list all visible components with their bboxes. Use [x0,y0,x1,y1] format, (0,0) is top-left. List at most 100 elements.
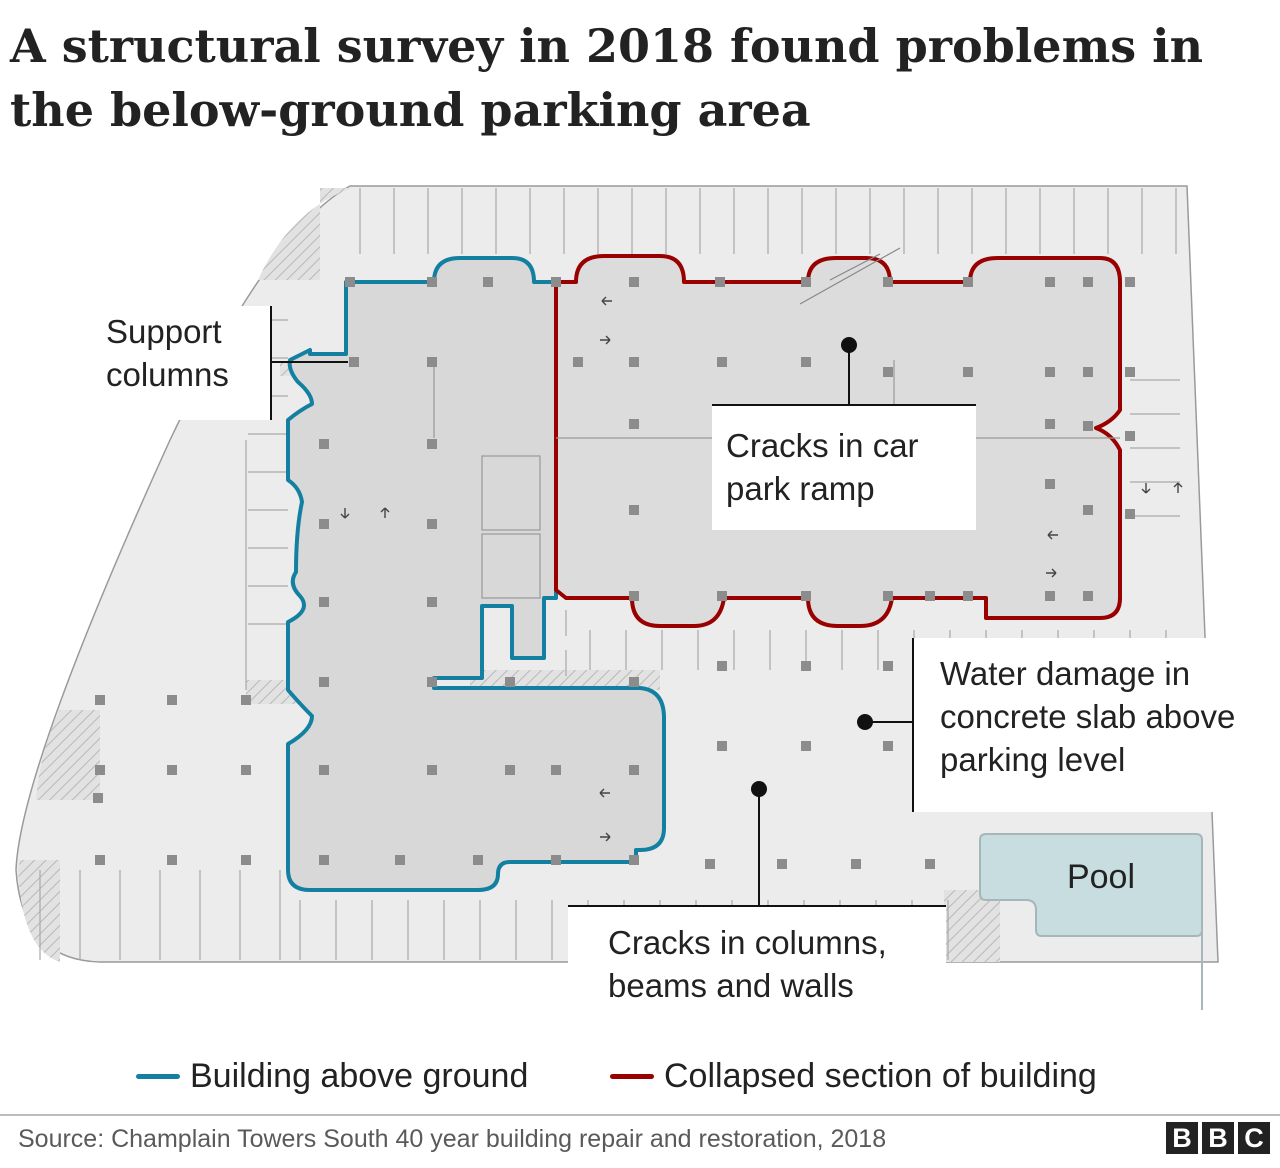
traffic-arrows [340,296,1183,842]
arrow-up-icon [1173,482,1183,493]
legend-above-ground: Building above ground [136,1054,528,1098]
support-column [1083,591,1093,601]
support-column [883,591,893,601]
support-column [801,741,811,751]
arrow-right-icon [1046,568,1057,578]
ramp-cracks-callout: Cracks in car park ramp [712,404,976,530]
support-column [1045,591,1055,601]
support-column [395,855,405,865]
ramp-cracks-label: Cracks in car park ramp [726,427,919,507]
support-column [167,855,177,865]
support-column [1083,277,1093,287]
support-columns-label: Support columns [106,313,229,393]
support-column [319,519,329,529]
arrow-left-icon [599,788,610,798]
arrow-left-icon [601,296,612,306]
support-column [717,741,727,751]
chart-title: A structural survey in 2018 found proble… [10,19,1204,137]
support-column [963,367,973,377]
support-column [505,677,515,687]
support-column [883,741,893,751]
support-column [551,277,561,287]
support-column [629,855,639,865]
support-column [95,765,105,775]
support-column [925,859,935,869]
support-column [1045,419,1055,429]
callout-leaders [272,345,912,905]
arrow-down-icon [340,508,350,519]
support-column [1045,277,1055,287]
support-column [319,677,329,687]
legend-collapsed: Collapsed section of building [610,1054,1097,1098]
support-columns [93,277,1135,869]
support-column [715,277,725,287]
support-column [629,277,639,287]
support-column [717,591,727,601]
support-column [629,357,639,367]
legend-swatch-blue [136,1073,180,1079]
support-column [1083,421,1093,431]
support-column [801,277,811,287]
arrow-right-icon [600,832,611,842]
support-column [925,591,935,601]
arrow-up-icon [380,507,390,518]
support-column [963,277,973,287]
column-cracks-label: Cracks in columns, beams and walls [608,924,887,1004]
support-column [241,855,251,865]
logo-letter: B [1166,1122,1198,1154]
support-column [573,357,583,367]
arrow-right-icon [600,335,611,345]
support-column [427,597,437,607]
pool [979,833,1203,1010]
arrow-down-icon [1141,483,1151,494]
support-column [319,855,329,865]
source-note: Source: Champlain Towers South 40 year b… [18,1125,887,1153]
support-column [883,661,893,671]
support-column [717,357,727,367]
support-column [319,765,329,775]
support-column [427,439,437,449]
support-column [349,357,359,367]
support-column [851,859,861,869]
pool-label: Pool [1067,858,1135,896]
support-column [167,695,177,705]
support-column [93,793,103,803]
support-column [629,765,639,775]
support-column [629,591,639,601]
support-column [427,277,437,287]
support-column [777,859,787,869]
support-column [629,677,639,687]
support-column [963,591,973,601]
support-column [241,765,251,775]
support-column [473,855,483,865]
arrow-left-icon [1047,530,1058,540]
support-columns-callout: Support columns [92,306,272,420]
support-column [505,765,515,775]
support-column [483,277,493,287]
support-column [883,277,893,287]
support-column [241,695,251,705]
support-column [705,859,715,869]
support-column [95,695,105,705]
column-cracks-marker [751,781,767,797]
support-column [717,661,727,671]
support-column [801,661,811,671]
support-column [551,765,561,775]
support-column [167,765,177,775]
parking-floor-plan: Pool [15,185,1219,1010]
support-column [1125,431,1135,441]
support-column [551,855,561,865]
support-column [629,419,639,429]
support-column [629,505,639,515]
support-column [1045,367,1055,377]
support-column [345,277,355,287]
callout-dots [751,337,873,797]
support-column [427,519,437,529]
support-column [1083,505,1093,515]
support-column [883,367,893,377]
legend-label-collapsed: Collapsed section of building [664,1056,1097,1095]
support-column [1125,277,1135,287]
footer-divider [0,1114,1280,1116]
ramp-cracks-marker [841,337,857,353]
support-column [319,597,329,607]
